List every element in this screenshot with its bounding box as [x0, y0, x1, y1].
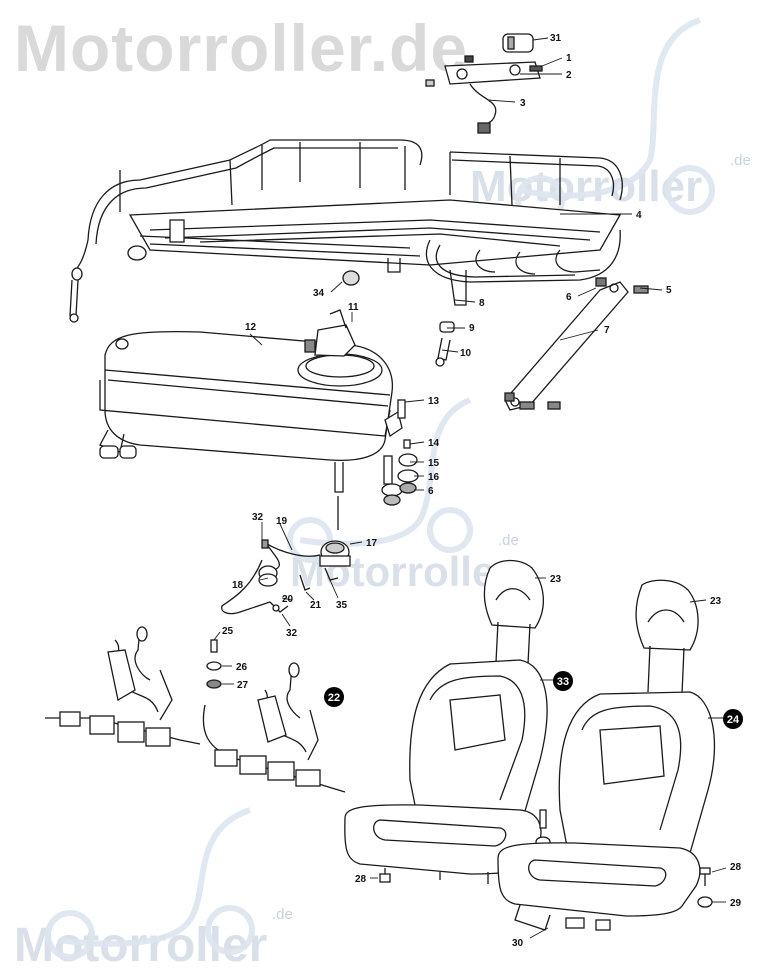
seat-belts — [45, 626, 346, 793]
part-labels: 31 1 2 3 4 5 6 7 8 9 10 34 11 12 13 14 1… — [222, 33, 742, 949]
label-9: 9 — [469, 323, 475, 334]
label-5: 5 — [666, 285, 672, 296]
badge-24: 24 — [723, 709, 743, 729]
label-30: 30 — [512, 938, 524, 949]
line-art — [45, 33, 727, 939]
seat-24 — [497, 579, 715, 931]
label-26: 26 — [236, 662, 248, 673]
watermark-brand-1: Motorroller — [470, 162, 703, 211]
badge-33: 33 — [553, 671, 573, 691]
watermark-top: Motorroller.de — [14, 11, 469, 85]
leader-lines — [213, 37, 727, 939]
label-31: 31 — [550, 33, 562, 44]
label-23a: 23 — [550, 574, 562, 585]
label-32a: 32 — [252, 512, 264, 523]
badge-33-text: 33 — [557, 676, 569, 688]
rack-bolts — [342, 270, 455, 367]
watermark-brand-3: Motorroller — [14, 919, 268, 972]
fuel-tank — [99, 309, 406, 530]
watermark-suffix-2: .de — [498, 532, 519, 549]
label-1: 1 — [566, 53, 572, 64]
seat-33 — [344, 559, 551, 884]
badge-24-text: 24 — [727, 714, 740, 726]
badge-22-text: 22 — [328, 692, 340, 704]
label-2: 2 — [566, 70, 572, 81]
watermark-suffix-3: .de — [272, 906, 293, 923]
label-16: 16 — [428, 472, 440, 483]
label-17: 17 — [366, 538, 378, 549]
label-28a: 28 — [355, 874, 367, 885]
rack-strut — [504, 277, 649, 411]
label-11: 11 — [348, 302, 359, 313]
watermark-suffix-1: .de — [730, 152, 751, 169]
label-32b: 32 — [286, 628, 298, 639]
label-25: 25 — [222, 626, 234, 637]
label-19: 19 — [276, 516, 288, 527]
rear-rack — [69, 139, 623, 323]
label-29: 29 — [730, 898, 742, 909]
mounting-rubbers — [381, 439, 419, 506]
label-35: 35 — [336, 600, 348, 611]
label-3: 3 — [520, 98, 526, 109]
label-7: 7 — [604, 325, 610, 336]
label-8: 8 — [479, 298, 485, 309]
label-28b: 28 — [730, 862, 742, 873]
label-34: 34 — [313, 288, 325, 299]
label-18: 18 — [232, 580, 244, 591]
label-23b: 23 — [710, 596, 722, 607]
label-15: 15 — [428, 458, 440, 469]
label-13: 13 — [428, 396, 440, 407]
label-10: 10 — [460, 348, 472, 359]
fuel-pump-hoses — [221, 539, 351, 615]
label-6b: 6 — [428, 486, 434, 497]
label-20: 20 — [282, 594, 294, 605]
label-27: 27 — [237, 680, 249, 691]
label-21: 21 — [310, 600, 322, 611]
badge-22: 22 — [324, 687, 344, 707]
hardware-25-27 — [206, 639, 222, 689]
switch-assembly — [425, 33, 543, 134]
label-12: 12 — [245, 322, 257, 333]
label-6: 6 — [566, 292, 572, 303]
label-14: 14 — [428, 438, 440, 449]
label-4: 4 — [636, 210, 642, 221]
